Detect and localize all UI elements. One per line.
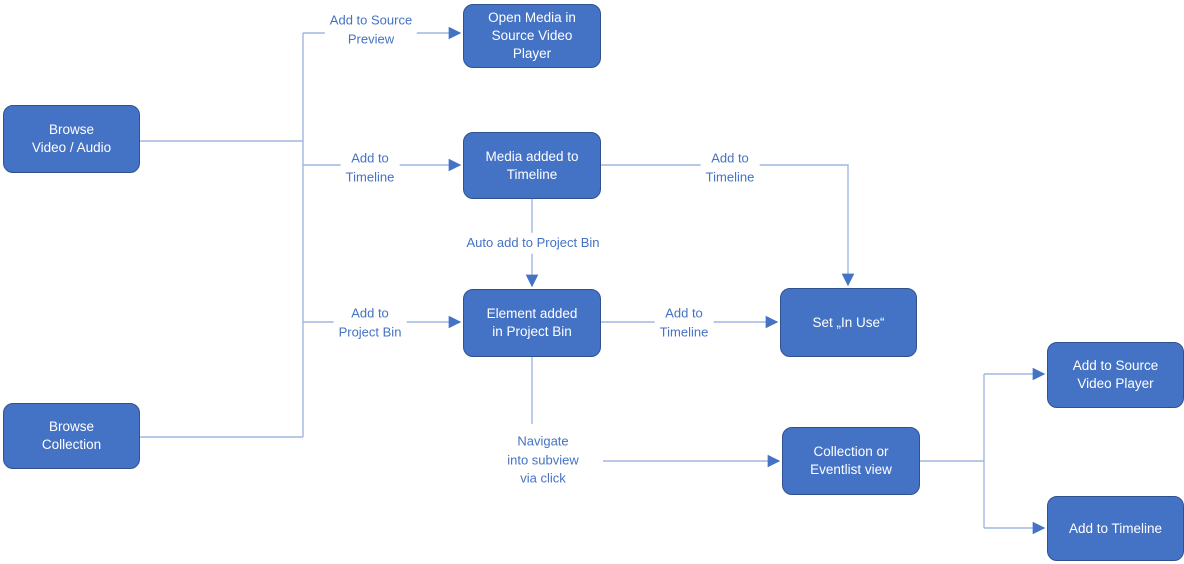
edge-label-add-to-timeline-element: Add to Timeline: [654, 303, 714, 343]
node-collection-or-eventlist-view: Collection or Eventlist view: [782, 427, 920, 495]
node-browse-video-audio: Browse Video / Audio: [3, 105, 140, 173]
node-media-added-to-timeline: Media added to Timeline: [463, 132, 601, 199]
edge-label-add-to-timeline-media: Add to Timeline: [700, 148, 760, 188]
node-add-to-timeline: Add to Timeline: [1047, 496, 1184, 561]
edge-label-add-to-timeline-browse: Add to Timeline: [340, 148, 400, 188]
edge-media-to-set-in-use: [601, 164, 855, 287]
edge-label-auto-add-to-project-bin: Auto add to Project Bin: [461, 232, 605, 254]
node-set-in-use: Set „In Use“: [780, 288, 917, 357]
node-add-to-source-video-player: Add to Source Video Player: [1047, 342, 1184, 408]
edge-label-add-to-source-preview: Add to Source Preview: [324, 10, 418, 50]
node-browse-collection: Browse Collection: [3, 403, 140, 469]
edge-label-navigate-into-subview: Navigate into subview via click: [502, 431, 584, 489]
node-open-media-in-source-video-player: Open Media in Source Video Player: [463, 4, 601, 68]
edge-label-add-to-project-bin: Add to Project Bin: [333, 303, 407, 343]
node-element-added-in-project-bin: Element added in Project Bin: [463, 289, 601, 357]
